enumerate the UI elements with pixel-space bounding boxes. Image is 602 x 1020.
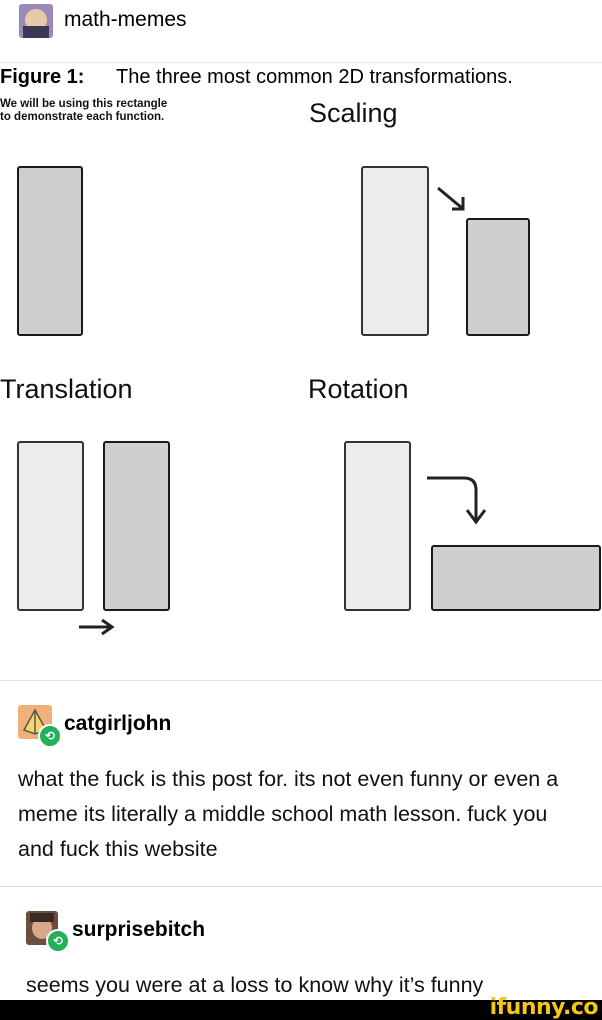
scaling-arrow-icon — [437, 186, 465, 211]
scaling-original-rectangle — [361, 166, 429, 336]
figure-subtitle-line2: to demonstrate each function. — [0, 111, 165, 123]
figure-caption: The three most common 2D transformations… — [116, 66, 513, 88]
post-author[interactable]: math-memes — [64, 8, 187, 31]
original-rectangle — [17, 166, 83, 336]
rotated-rectangle — [431, 545, 601, 611]
rotation-original-rectangle — [344, 441, 411, 611]
translation-arrow-icon — [79, 618, 115, 636]
figure-number: Figure 1: — [0, 66, 85, 88]
avatar[interactable] — [19, 4, 53, 38]
watermark-logo: ifunny.co — [489, 995, 599, 1020]
reply-text: what the fuck is this post for. its not … — [18, 767, 559, 861]
figure-subtitle-line1: We will be using this rectangle — [0, 98, 168, 110]
translation-original-rectangle — [17, 441, 84, 611]
reblog-icon: ⟲ — [38, 724, 62, 748]
figure-subtitle: We will be using this rectangle to demon… — [0, 98, 167, 124]
translated-rectangle — [103, 441, 170, 611]
reblog-icon: ⟲ — [46, 929, 70, 953]
reply-divider — [0, 886, 602, 887]
rotation-arrow-icon — [427, 476, 487, 525]
reply-text: seems you were at a loss to know why it’… — [26, 973, 484, 997]
avatar[interactable] — [18, 705, 52, 739]
header-divider — [0, 62, 602, 63]
reply-username[interactable]: catgirljohn — [64, 712, 172, 735]
scaled-rectangle — [466, 218, 530, 336]
label-rotation: Rotation — [308, 374, 409, 404]
footer-bar — [0, 1000, 602, 1020]
label-translation: Translation — [0, 374, 133, 404]
figure-title: Figure 1: The three most common 2D trans… — [0, 66, 513, 89]
post-divider — [0, 680, 602, 681]
label-scaling: Scaling — [309, 98, 398, 128]
reply-username[interactable]: surprisebitch — [72, 918, 206, 941]
